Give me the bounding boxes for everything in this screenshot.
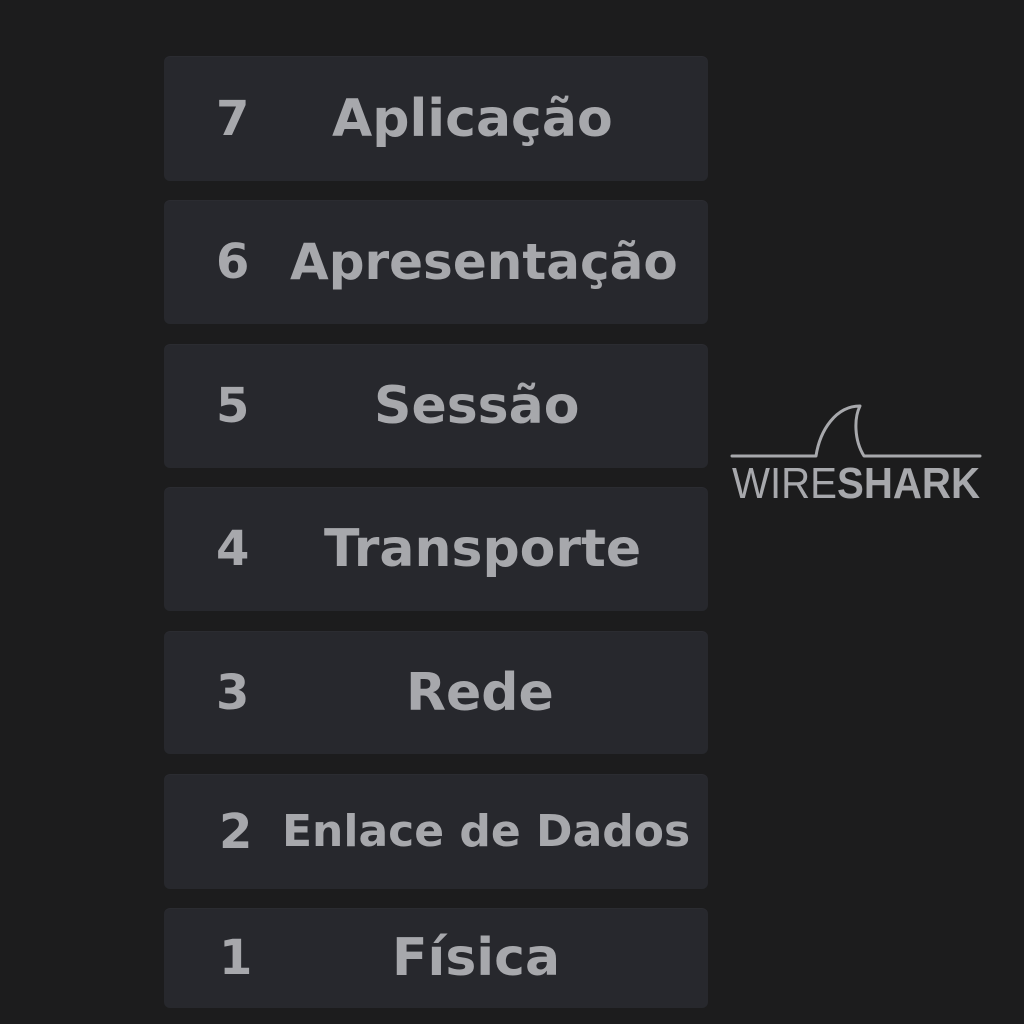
layer-name: Enlace de Dados xyxy=(282,805,691,857)
osi-layer-box-2: 2 Enlace de Dados xyxy=(164,774,708,889)
osi-layer-box-1: 1 Física xyxy=(164,908,708,1008)
layer-number: 2 xyxy=(219,803,253,860)
layer-name: Aplicação xyxy=(332,88,613,149)
layer-number: 5 xyxy=(216,378,250,434)
logo-text-wire: WIRE xyxy=(732,459,837,506)
layer-number: 3 xyxy=(216,664,250,721)
logo-text-shark: SHARK xyxy=(837,459,980,506)
shark-fin-icon: WIRESHARK xyxy=(730,404,982,506)
osi-layer-box-5: 5 Sessão xyxy=(164,344,708,468)
layer-name: Apresentação xyxy=(290,233,678,291)
layer-name: Física xyxy=(392,928,561,988)
layer-name: Sessão xyxy=(374,376,580,436)
layer-number: 6 xyxy=(216,234,250,290)
osi-layer-box-3: 3 Rede xyxy=(164,631,708,754)
layer-number: 1 xyxy=(219,930,253,986)
layer-name: Transporte xyxy=(324,519,642,579)
layer-number: 4 xyxy=(216,521,250,577)
svg-text:WIRESHARK: WIRESHARK xyxy=(732,459,980,506)
layer-number: 7 xyxy=(216,90,250,147)
osi-layer-box-4: 4 Transporte xyxy=(164,487,708,611)
osi-layer-box-7: 7 Aplicação xyxy=(164,56,708,181)
wireshark-logo: WIRESHARK xyxy=(728,400,984,506)
layer-name: Rede xyxy=(406,662,554,723)
osi-layer-box-6: 6 Apresentação xyxy=(164,200,708,324)
